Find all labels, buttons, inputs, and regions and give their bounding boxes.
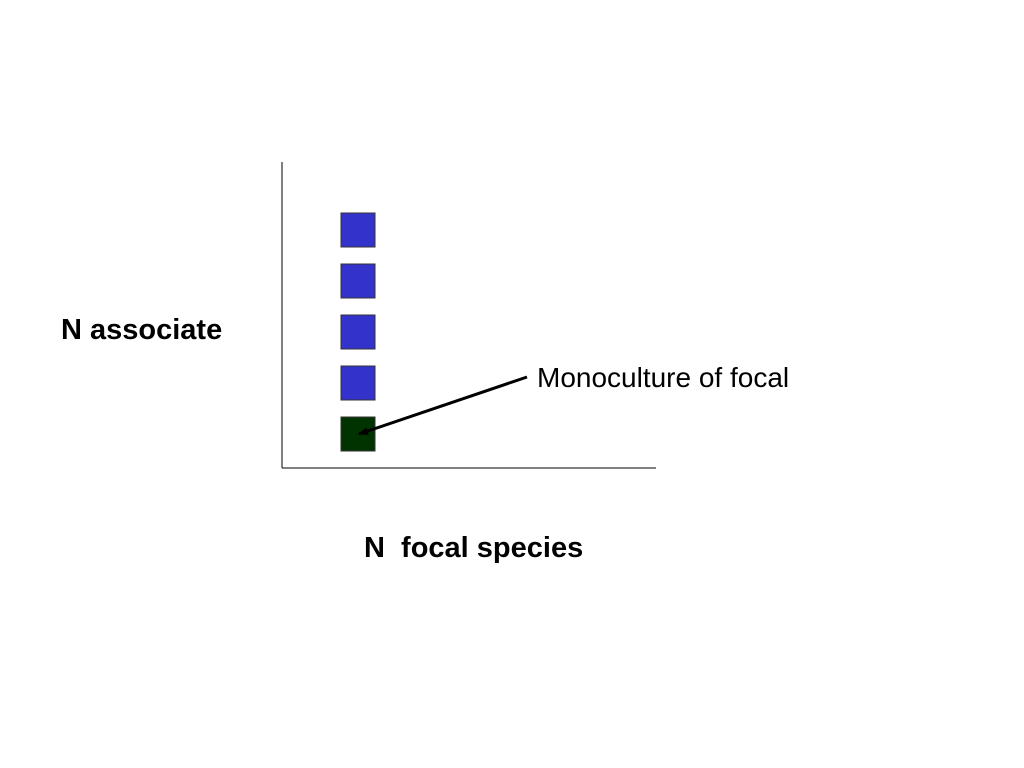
associate-species-square	[340, 314, 376, 350]
associate-species-square	[340, 365, 376, 401]
y-axis-label: N associate	[61, 314, 223, 346]
annotation-label: Monoculture of focal	[537, 362, 790, 393]
species-squares	[340, 212, 376, 452]
associate-species-square	[340, 212, 376, 248]
associate-species-square	[340, 263, 376, 299]
focal-species-square	[340, 416, 376, 452]
x-axis-label: N focal species	[364, 532, 584, 564]
annotation-arrow	[358, 375, 528, 436]
